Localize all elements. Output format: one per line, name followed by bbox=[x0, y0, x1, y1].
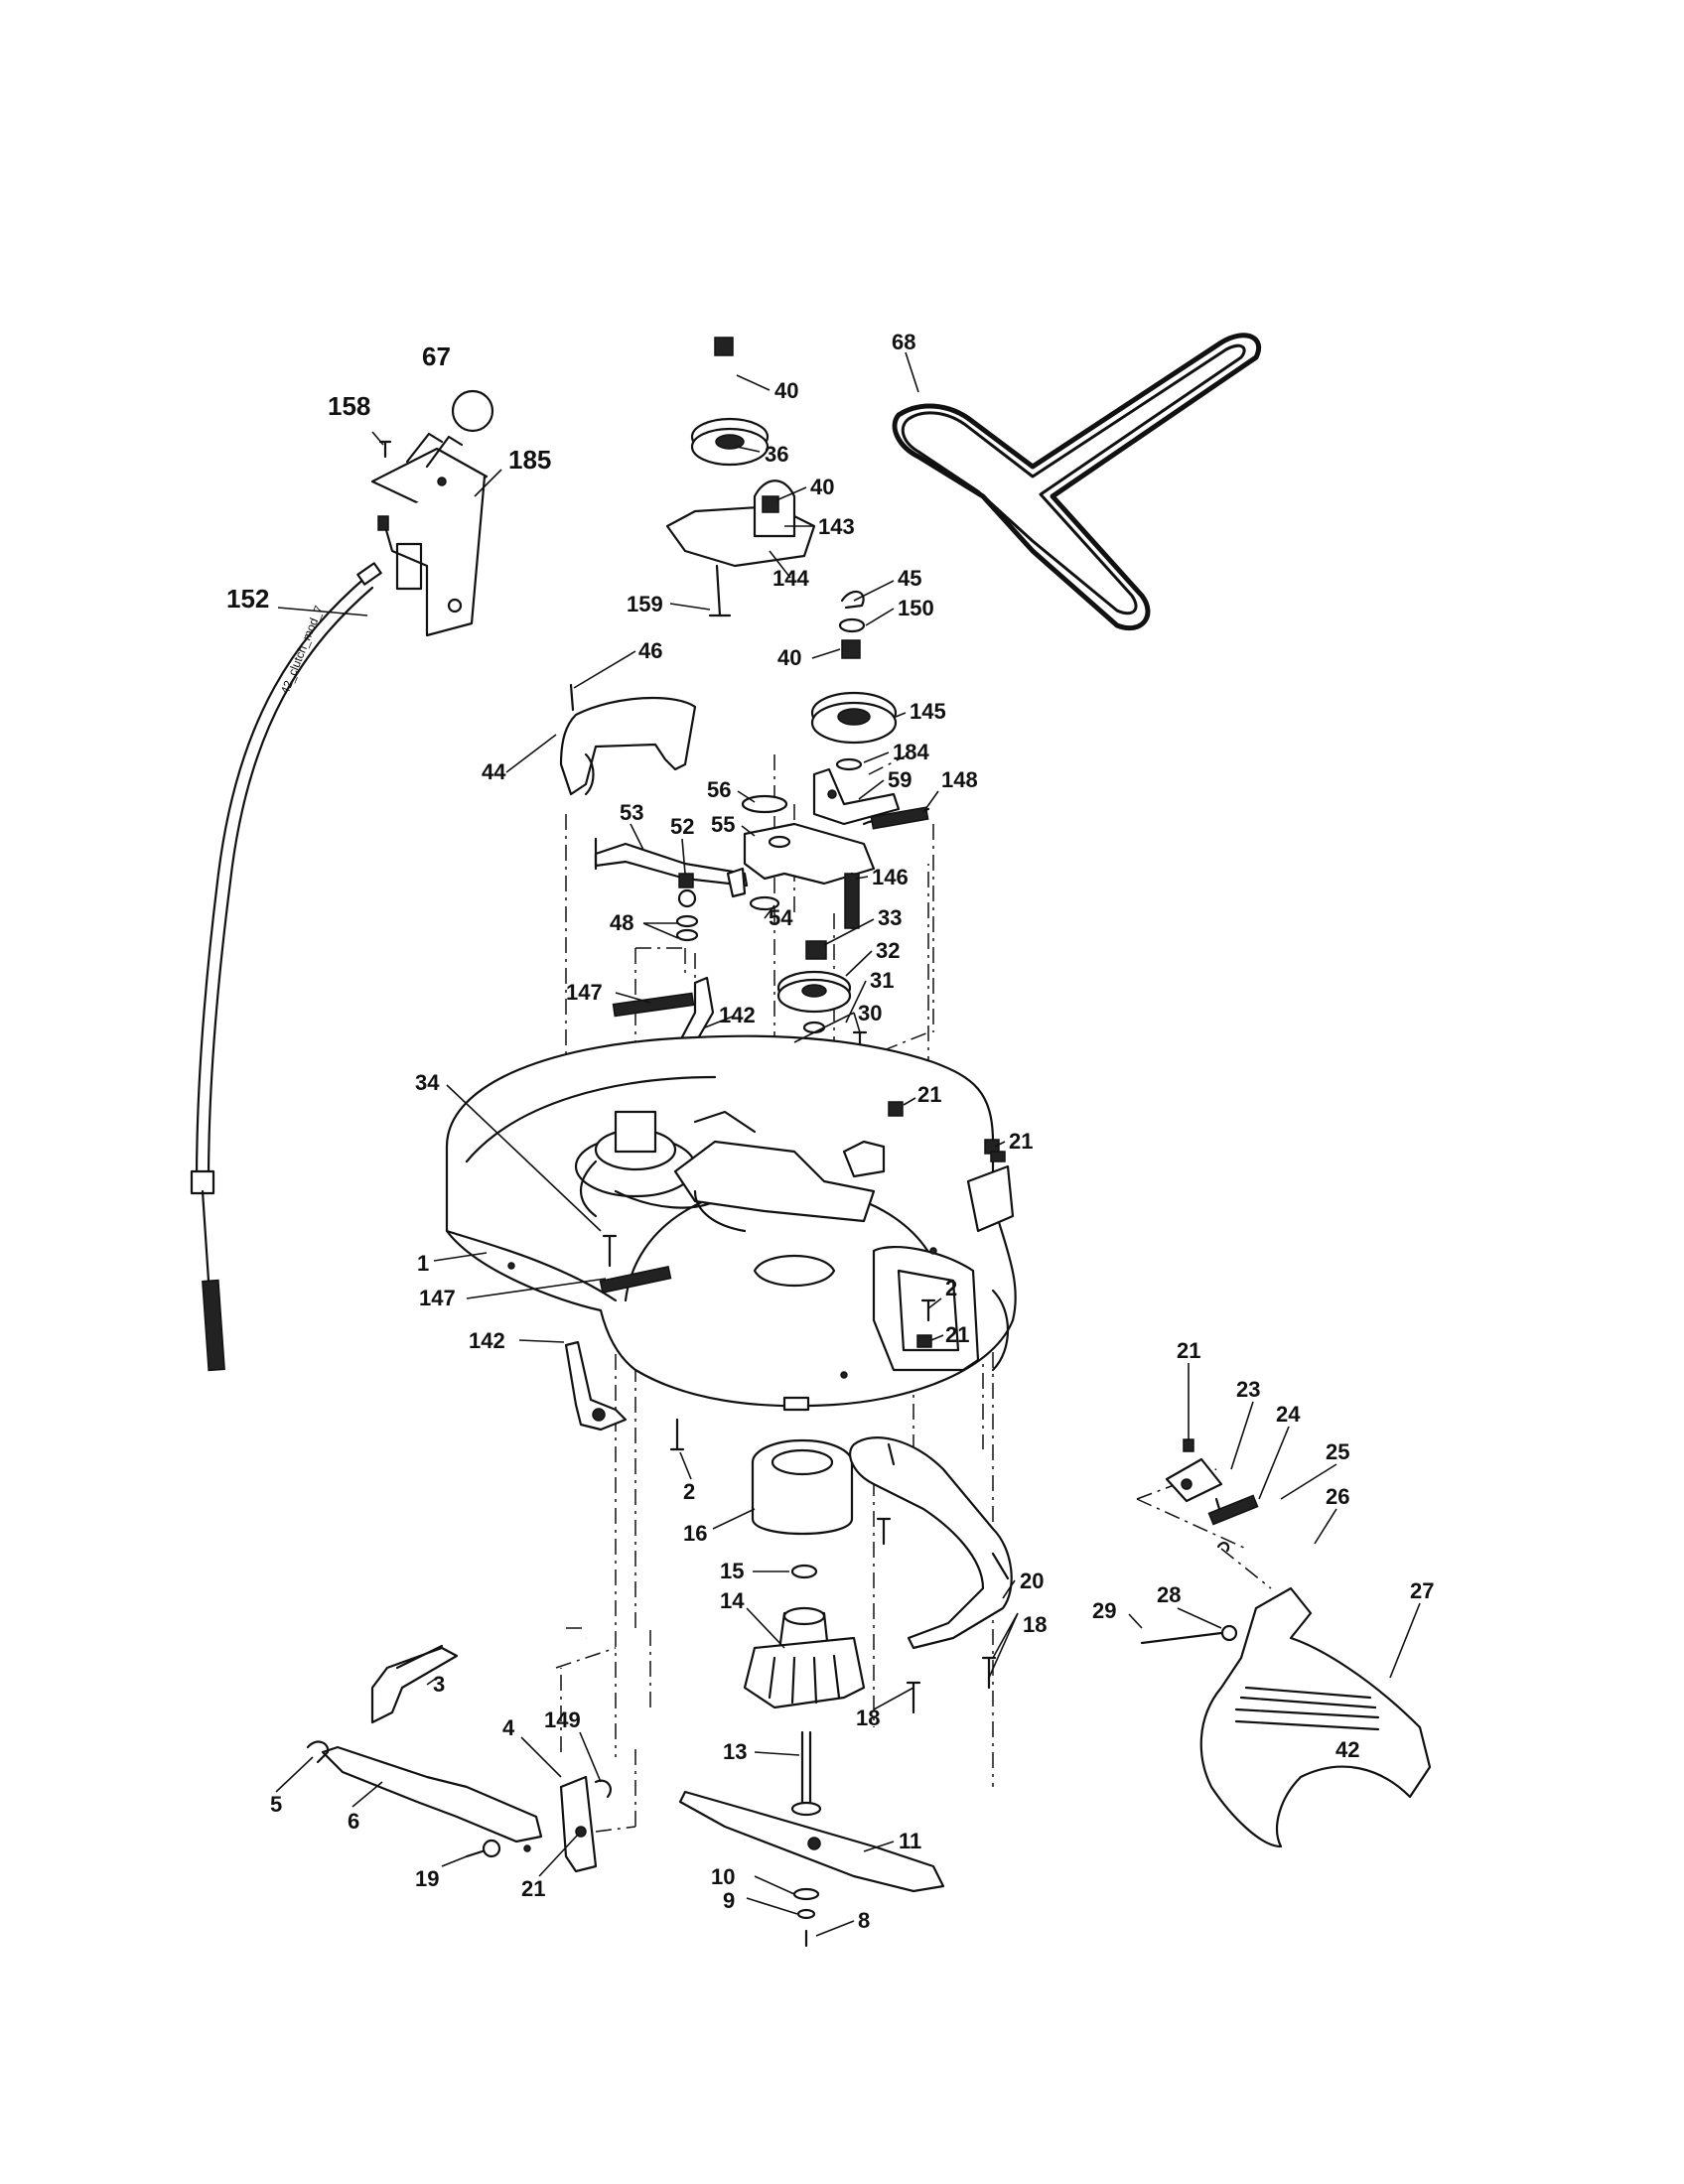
cable-part-text: 42_clutch_mod_7 bbox=[278, 604, 327, 696]
belt-68 bbox=[892, 333, 1261, 631]
label-21-b: 21 bbox=[1009, 1129, 1033, 1154]
label-29: 29 bbox=[1092, 1598, 1116, 1623]
label-149: 149 bbox=[544, 1707, 581, 1732]
label-21-c: 21 bbox=[945, 1322, 969, 1347]
part-number-labels: 67 158 185 152 40 36 40 143 144 159 45 1… bbox=[226, 330, 1434, 1933]
label-145: 145 bbox=[910, 699, 946, 724]
label-20: 20 bbox=[1020, 1569, 1044, 1593]
label-147-lower: 147 bbox=[419, 1286, 456, 1310]
bolt-18 bbox=[906, 1656, 997, 1714]
label-152: 152 bbox=[226, 584, 269, 614]
label-158: 158 bbox=[328, 391, 370, 421]
label-24: 24 bbox=[1276, 1402, 1301, 1427]
label-27: 27 bbox=[1410, 1578, 1434, 1603]
label-53: 53 bbox=[620, 800, 643, 825]
bolt-2 bbox=[669, 1418, 685, 1451]
label-33: 33 bbox=[878, 905, 902, 930]
label-15: 15 bbox=[720, 1559, 744, 1583]
label-142-upper: 142 bbox=[719, 1003, 756, 1027]
label-31: 31 bbox=[870, 968, 894, 993]
label-184: 184 bbox=[893, 740, 929, 764]
label-5: 5 bbox=[270, 1792, 282, 1817]
pulley-assembly-145 bbox=[810, 590, 901, 826]
spring-148 bbox=[862, 806, 930, 830]
label-14: 14 bbox=[720, 1588, 745, 1613]
label-26: 26 bbox=[1326, 1484, 1349, 1509]
label-23: 23 bbox=[1236, 1377, 1260, 1402]
label-144: 144 bbox=[772, 566, 809, 591]
deck-pulley-32 bbox=[776, 940, 868, 1104]
label-21-d: 21 bbox=[521, 1876, 545, 1901]
idler-bracket-55 bbox=[741, 794, 876, 930]
label-45: 45 bbox=[898, 566, 921, 591]
label-21-e: 21 bbox=[1177, 1338, 1200, 1363]
label-10: 10 bbox=[711, 1864, 735, 1889]
label-48: 48 bbox=[610, 910, 633, 935]
label-142-lower: 142 bbox=[469, 1328, 505, 1353]
label-3: 3 bbox=[433, 1672, 445, 1697]
label-9: 9 bbox=[723, 1888, 735, 1913]
label-13: 13 bbox=[723, 1739, 747, 1764]
label-40-idler: 40 bbox=[810, 475, 834, 499]
label-6: 6 bbox=[348, 1809, 359, 1834]
label-40-mid: 40 bbox=[777, 645, 801, 670]
knob-67 bbox=[451, 389, 494, 433]
deck-bracket-right bbox=[842, 1101, 1015, 1348]
label-46: 46 bbox=[638, 638, 662, 663]
spindle-housing-14 bbox=[743, 1438, 866, 1817]
idler-arm-53 bbox=[594, 837, 749, 942]
label-36: 36 bbox=[765, 442, 788, 467]
label-150: 150 bbox=[898, 596, 934, 620]
label-18-left: 18 bbox=[856, 1706, 880, 1730]
lift-linkage-6 bbox=[306, 1644, 612, 1873]
label-18-right: 18 bbox=[1023, 1612, 1047, 1637]
label-146: 146 bbox=[872, 865, 909, 889]
label-30: 30 bbox=[858, 1001, 882, 1025]
blade-11 bbox=[678, 1790, 945, 1948]
label-4: 4 bbox=[502, 1715, 515, 1740]
idler-assembly-143 bbox=[665, 337, 816, 617]
clutch-cable-152: 42_clutch_mod_7 bbox=[190, 562, 382, 1372]
label-56: 56 bbox=[707, 777, 731, 802]
label-8: 8 bbox=[858, 1908, 870, 1933]
label-55: 55 bbox=[711, 812, 735, 837]
baffle-20 bbox=[848, 1436, 1013, 1650]
label-40-top: 40 bbox=[774, 378, 798, 403]
discharge-chute-27: 42 bbox=[1140, 1438, 1432, 1848]
label-147-upper: 147 bbox=[566, 980, 603, 1005]
label-159: 159 bbox=[627, 592, 663, 616]
label-21-a: 21 bbox=[917, 1082, 941, 1107]
label-32: 32 bbox=[876, 938, 900, 963]
mower-deck-1 bbox=[445, 1034, 1017, 1412]
label-68: 68 bbox=[892, 330, 915, 354]
label-16: 16 bbox=[683, 1521, 707, 1546]
label-54: 54 bbox=[769, 905, 793, 930]
label-143: 143 bbox=[818, 514, 855, 539]
label-52: 52 bbox=[670, 814, 694, 839]
label-28: 28 bbox=[1157, 1582, 1181, 1607]
label-11: 11 bbox=[899, 1829, 921, 1853]
label-59: 59 bbox=[888, 767, 912, 792]
label-34: 34 bbox=[415, 1070, 440, 1095]
leader-lines bbox=[275, 351, 1421, 1937]
deck-size-badge: 42 bbox=[1335, 1737, 1359, 1762]
arm-142-lower bbox=[564, 1340, 628, 1432]
belt-guard-44 bbox=[559, 683, 697, 796]
label-44: 44 bbox=[482, 759, 506, 784]
label-19: 19 bbox=[415, 1866, 439, 1891]
clutch-bracket-185 bbox=[370, 432, 489, 637]
label-67: 67 bbox=[422, 341, 451, 371]
label-185: 185 bbox=[508, 445, 551, 475]
spring-147-lower bbox=[599, 1234, 672, 1295]
label-2-bottom: 2 bbox=[683, 1479, 695, 1504]
label-25: 25 bbox=[1326, 1439, 1349, 1464]
label-1: 1 bbox=[417, 1251, 429, 1276]
label-2-right: 2 bbox=[945, 1276, 957, 1300]
label-148: 148 bbox=[941, 767, 978, 792]
